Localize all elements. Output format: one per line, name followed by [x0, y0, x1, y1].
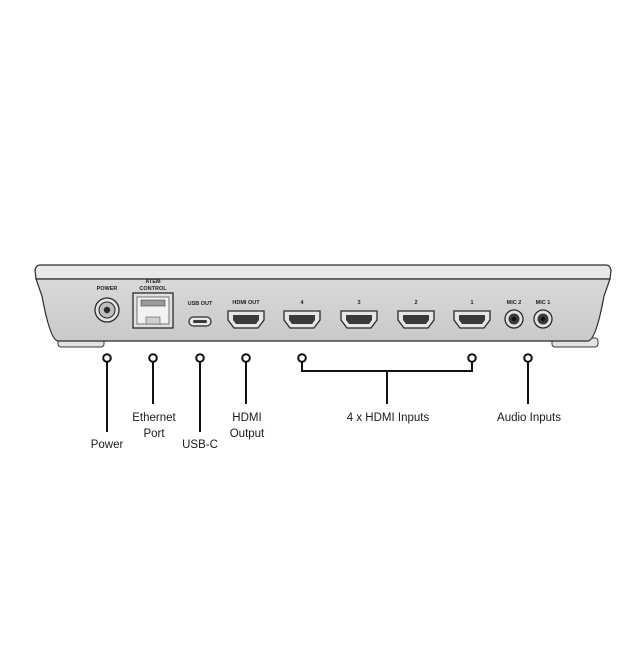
audio-inputs-callout-label: Audio Inputs	[497, 410, 561, 426]
atem-control-label-line1: ATEM	[145, 279, 161, 285]
hdmi-input-right-callout-dot	[467, 353, 477, 363]
audio-callout-dot	[523, 353, 533, 363]
hdmi-input-left-callout-dot	[297, 353, 307, 363]
device-top-edge	[34, 264, 612, 280]
ethernet-callout-label: Ethernet Port	[132, 410, 175, 442]
mic-2-jack-icon	[504, 309, 524, 329]
hdmi-in-2-label: 2	[414, 300, 417, 306]
hdmi-in-4-label: 4	[300, 300, 304, 306]
power-connector-icon	[94, 297, 120, 323]
mic-1-label: MIC 1	[536, 300, 551, 306]
device-body	[35, 278, 611, 342]
ethernet-callout-line2: Port	[143, 428, 165, 440]
hdmi-inputs-callout-label: 4 x HDMI Inputs	[347, 410, 429, 426]
hdmi-output-callout-line1: HDMI	[232, 412, 262, 424]
power-callout-text: Power	[90, 439, 124, 451]
hdmi-in-1-port-icon	[453, 310, 491, 329]
hdmi-in-3-port-icon	[340, 310, 378, 329]
usb-c-callout-label: USB-C	[182, 437, 218, 453]
usb-callout-dot	[195, 353, 205, 363]
atem-control-label-line2: CONTROL	[139, 286, 167, 292]
hdmi-out-port-icon	[227, 310, 265, 329]
hdmi-output-callout-label: HDMI Output	[230, 410, 265, 442]
hdmi-output-callout-dot	[241, 353, 251, 363]
hdmi-inputs-bracket	[301, 362, 473, 372]
hdmi-in-1-label: 1	[470, 300, 473, 306]
mic-1-jack-icon	[533, 309, 553, 329]
power-callout-dot	[102, 353, 112, 363]
hdmi-output-callout-line2: Output	[229, 428, 265, 440]
power-callout-label: Power	[91, 437, 124, 453]
ethernet-callout-dot	[148, 353, 158, 363]
audio-inputs-callout-text: Audio Inputs	[497, 412, 561, 424]
usb-c-port-icon	[188, 316, 212, 327]
power-port-label: POWER	[97, 286, 118, 292]
usb-c-callout-text: USB-C	[182, 439, 218, 451]
hdmi-in-2-port-icon	[397, 310, 435, 329]
ethernet-port-icon	[132, 292, 174, 329]
usb-out-label: USB OUT	[188, 301, 213, 307]
hdmi-inputs-callout-text: 4 x HDMI Inputs	[346, 412, 430, 424]
hdmi-in-4-port-icon	[283, 310, 321, 329]
hdmi-in-3-label: 3	[357, 300, 360, 306]
ethernet-callout-line1: Ethernet	[132, 412, 176, 424]
mic-2-label: MIC 2	[507, 300, 522, 306]
hdmi-out-label: HDMI OUT	[232, 300, 260, 306]
